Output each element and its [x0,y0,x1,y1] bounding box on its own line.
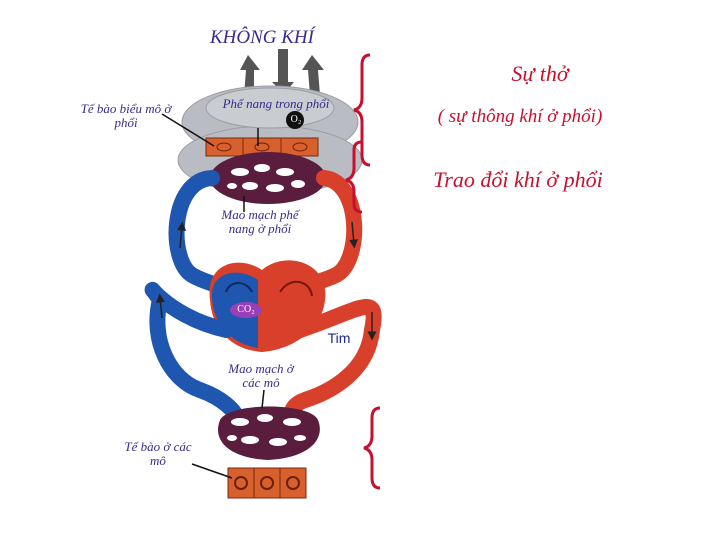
breathing-heading: Sự thở [511,61,569,86]
brace-gas-exchange [345,140,363,214]
air-label: KHÔNG KHÍ [210,27,314,48]
tissue-cells [227,467,307,499]
heart-label: Tim [327,330,351,346]
tissue-capillary-network [218,406,320,460]
pulmonary-capillary-label: Mao mạch phế nang ở phổi [221,207,299,236]
heart [209,260,326,352]
tissue-cell-label: Tế bào ở các mô [124,439,192,468]
oxygenated-vessel-to-tissue [283,298,382,428]
air-arrows [240,49,324,95]
alveoli-label-text: Phế nang trong phổi [222,96,330,111]
brace-breathing [353,53,371,167]
ventilation-heading: ( sự thông khí ở phổi) [437,106,603,127]
pointer-lines [161,113,265,479]
brace-tissue [363,406,381,490]
alveoli-label: Phế nang trong phổi [220,97,332,111]
flow-arrows [155,221,377,341]
pulmonary-capillary-network [210,152,326,204]
o2-label: O₂ [290,114,302,125]
tissue-capillary-label: Mao mạch ở các mô [228,361,294,390]
o2-marker [286,111,304,129]
co2-label: CO₂ [237,304,255,315]
deoxygenated-vessel-from-tissue [144,281,246,428]
epithelial-cell-label: Tế bào biểu mô ở phổi [80,101,172,130]
co2-bubble [230,302,262,318]
gas-exchange-heading: Trao đổi khí ở phổi [433,167,603,192]
